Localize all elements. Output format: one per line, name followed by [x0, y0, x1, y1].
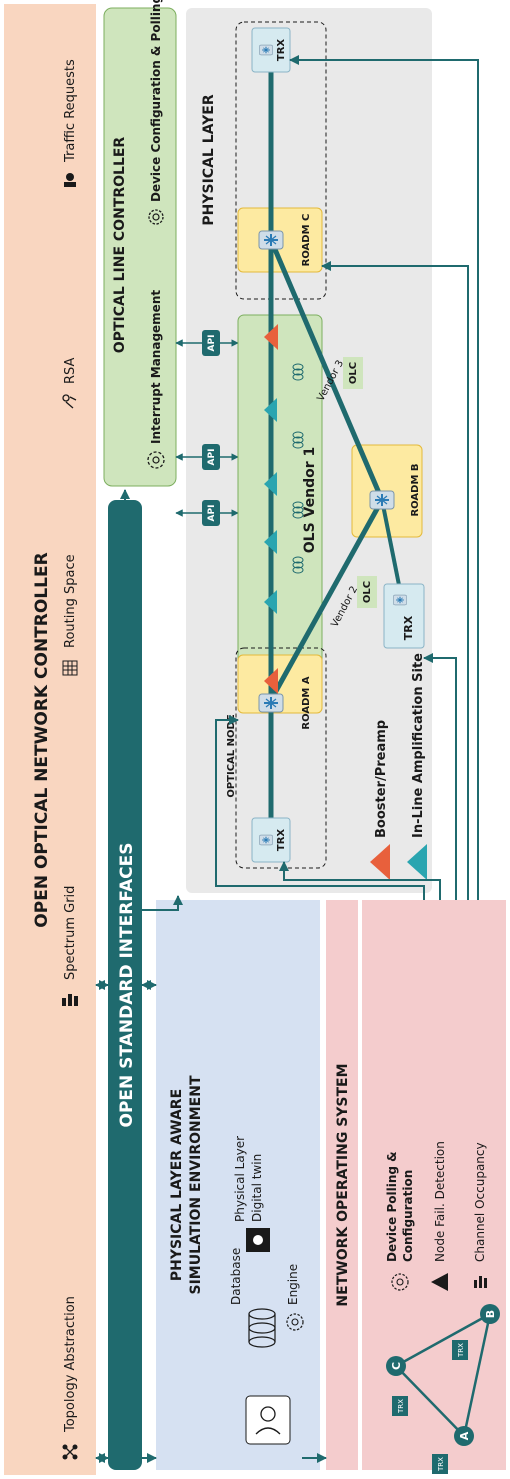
top-band: Topology Abstraction Spectrum Grid Routi…	[62, 59, 78, 1460]
roadm-b-icon	[369, 490, 395, 510]
inline-amp-4	[264, 398, 277, 422]
controller-title: OPEN OPTICAL NETWORK CONTROLLER	[32, 552, 52, 927]
roadm-a-icon	[258, 693, 284, 713]
digital-twin-icon	[246, 1228, 270, 1252]
optical-node-label: OPTICAL NODE	[226, 714, 237, 797]
nos-topology: A C B TRX TRX TRX	[386, 1304, 500, 1474]
nos-polling-2: Configuration	[401, 1170, 415, 1262]
svg-text:A: A	[458, 1431, 471, 1440]
api-badge-1: API	[202, 444, 220, 470]
physical-layer-title: PHYSICAL LAYER	[201, 94, 217, 225]
rsa-label: RSA	[63, 357, 78, 384]
svg-text:API: API	[207, 505, 217, 522]
topology-icon	[62, 1444, 78, 1460]
fiber-b-trx	[380, 499, 404, 601]
svg-text:TRX: TRX	[276, 829, 287, 852]
nos-node-b	[480, 1304, 500, 1324]
connectors	[95, 55, 479, 1463]
nos-node-c	[386, 1356, 406, 1376]
olc-interrupt: Interrupt Management	[149, 290, 163, 444]
svg-text:OLC: OLC	[348, 362, 359, 384]
optical-node-c	[235, 21, 327, 300]
ols-vendor-label: OLS Vendor 1	[302, 447, 318, 553]
interrupt-icon	[147, 451, 165, 469]
interfaces-bar	[108, 500, 142, 1470]
sim-title-2: SIMULATION ENVIRONMENT	[188, 1075, 204, 1294]
olc-box	[103, 7, 177, 487]
nos-gear-icon	[391, 1273, 409, 1291]
rsa-icon	[62, 394, 77, 409]
trx-b: TRX	[383, 583, 425, 649]
traffic-icon	[64, 173, 76, 187]
roadm-a-label: ROADM A	[301, 676, 312, 729]
interfaces-label: OPEN STANDARD INTERFACES	[117, 843, 137, 1128]
svg-text:API: API	[207, 335, 217, 352]
twin-label-2: Digital twin	[250, 1154, 264, 1222]
booster-a	[264, 668, 278, 694]
svg-text:C: C	[390, 1362, 403, 1370]
engine-label: Engine	[286, 1264, 300, 1305]
engineer-icon	[245, 1395, 291, 1445]
svg-text:Booster/Preamp: Booster/Preamp	[374, 720, 389, 838]
svg-text:TRX: TRX	[437, 1457, 445, 1472]
api-badge-3: API	[202, 330, 220, 356]
svg-text:OLC: OLC	[362, 581, 373, 603]
engine-icon	[286, 1313, 304, 1331]
olc-title: OPTICAL LINE CONTROLLER	[112, 137, 128, 354]
database-icon	[248, 1308, 276, 1348]
svg-text:In-Line Amplification Site: In-Line Amplification Site	[411, 653, 426, 838]
roadm-b-label: ROADM B	[410, 463, 421, 516]
controller-frame	[4, 4, 96, 1475]
svg-text:TRX: TRX	[457, 1343, 465, 1358]
trx-c: TRX	[251, 27, 291, 73]
svg-text:TRX: TRX	[397, 1399, 405, 1414]
legend-booster: Booster/Preamp	[370, 720, 390, 880]
svg-text:TRX: TRX	[402, 615, 415, 640]
legend-inline: In-Line Amplification Site	[407, 653, 427, 880]
sim-box	[156, 900, 214, 1470]
nos-node-a	[454, 1426, 474, 1446]
booster-c	[264, 324, 278, 350]
warning-icon	[431, 1273, 448, 1291]
svg-text:B: B	[484, 1310, 497, 1318]
sim-content-box	[214, 900, 320, 1470]
routing-label: Routing Space	[63, 554, 78, 648]
database-label: Database	[229, 1248, 243, 1305]
nos-node-fail: Node Fail. Detection	[433, 1141, 447, 1262]
spectrum-icon	[62, 994, 78, 1006]
topology-label: Topology Abstraction	[63, 1296, 78, 1433]
olc-tag-1: OLC	[357, 576, 377, 608]
fiber-b-c	[268, 239, 385, 501]
channel-icon	[474, 1276, 487, 1288]
nos-box	[362, 900, 506, 1470]
roadm-c-icon	[258, 230, 284, 250]
roadm-c-label: ROADM C	[301, 214, 312, 267]
api-badge-2: API	[202, 500, 220, 526]
spectrum-label: Spectrum Grid	[63, 886, 78, 980]
inline-amp-1	[264, 590, 277, 614]
nos-title-box	[326, 900, 358, 1470]
olc-device-config: Device Configuration & Polling	[149, 0, 163, 202]
nos-channel: Channel Occupancy	[473, 1142, 487, 1262]
trx-a: TRX	[251, 817, 291, 863]
traffic-label: Traffic Requests	[63, 59, 78, 163]
routing-grid-icon	[62, 660, 78, 676]
inline-amp-2	[264, 530, 277, 554]
svg-text:API: API	[207, 449, 217, 466]
nos-title: NETWORK OPERATING SYSTEM	[335, 1063, 351, 1306]
svg-text:TRX: TRX	[276, 39, 287, 62]
nos-polling-1: Device Polling &	[385, 1151, 399, 1262]
twin-label-1: Physical Layer	[233, 1136, 247, 1222]
inline-amp-3	[264, 472, 277, 496]
olc-tag-2: OLC	[343, 357, 363, 389]
sim-title-1: PHYSICAL LAYER AWARE	[169, 1089, 185, 1281]
gear-icon	[148, 209, 164, 225]
fiber-a-b	[268, 498, 385, 702]
